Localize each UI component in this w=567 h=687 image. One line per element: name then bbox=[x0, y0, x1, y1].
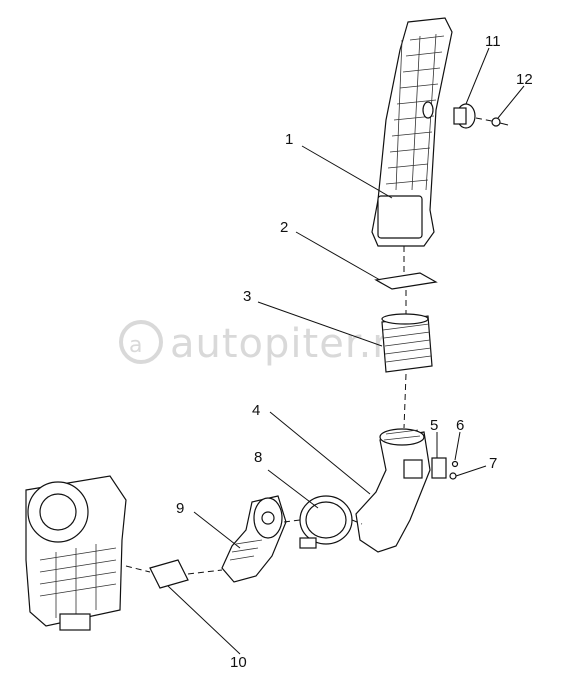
part-5-bracket bbox=[431, 457, 447, 479]
assembly-axis-vertical-3 bbox=[403, 373, 407, 429]
part-10-sleeve bbox=[149, 559, 189, 589]
callout-11: 11 bbox=[485, 33, 501, 50]
part-2-gasket bbox=[374, 272, 438, 290]
callout-3: 3 bbox=[243, 288, 251, 305]
callout-9: 9 bbox=[176, 500, 184, 517]
svg-text:a: a bbox=[129, 333, 142, 358]
leader-lines bbox=[167, 47, 525, 655]
air-filter-housing bbox=[25, 475, 127, 631]
callout-12: 12 bbox=[516, 71, 533, 88]
callout-4: 4 bbox=[252, 402, 260, 419]
callout-2: 2 bbox=[280, 219, 288, 236]
part-6-screw bbox=[451, 460, 459, 468]
part-8-hose-clamp bbox=[299, 495, 353, 549]
callout-5: 5 bbox=[430, 417, 438, 434]
callout-1: 1 bbox=[285, 131, 293, 148]
part-3-bellows bbox=[381, 313, 433, 373]
part-1-intake-snorkel bbox=[371, 17, 453, 247]
callouts: 1 2 3 4 5 6 7 8 9 10 11 12 bbox=[176, 33, 533, 671]
part-11-grommet bbox=[453, 103, 476, 129]
callout-10: 10 bbox=[230, 654, 247, 671]
watermark: a autopiter.ru bbox=[119, 320, 416, 367]
callout-6: 6 bbox=[456, 417, 464, 434]
part-7-nut bbox=[449, 472, 457, 480]
part-9-connector bbox=[221, 495, 287, 583]
callout-7: 7 bbox=[489, 455, 497, 472]
part-12-bolt bbox=[475, 117, 509, 127]
part-4-elbow-pipe bbox=[355, 428, 431, 553]
assembly-axis-horizontal bbox=[125, 519, 363, 575]
watermark-text: autopiter.ru bbox=[170, 321, 416, 367]
callout-8: 8 bbox=[254, 449, 262, 466]
